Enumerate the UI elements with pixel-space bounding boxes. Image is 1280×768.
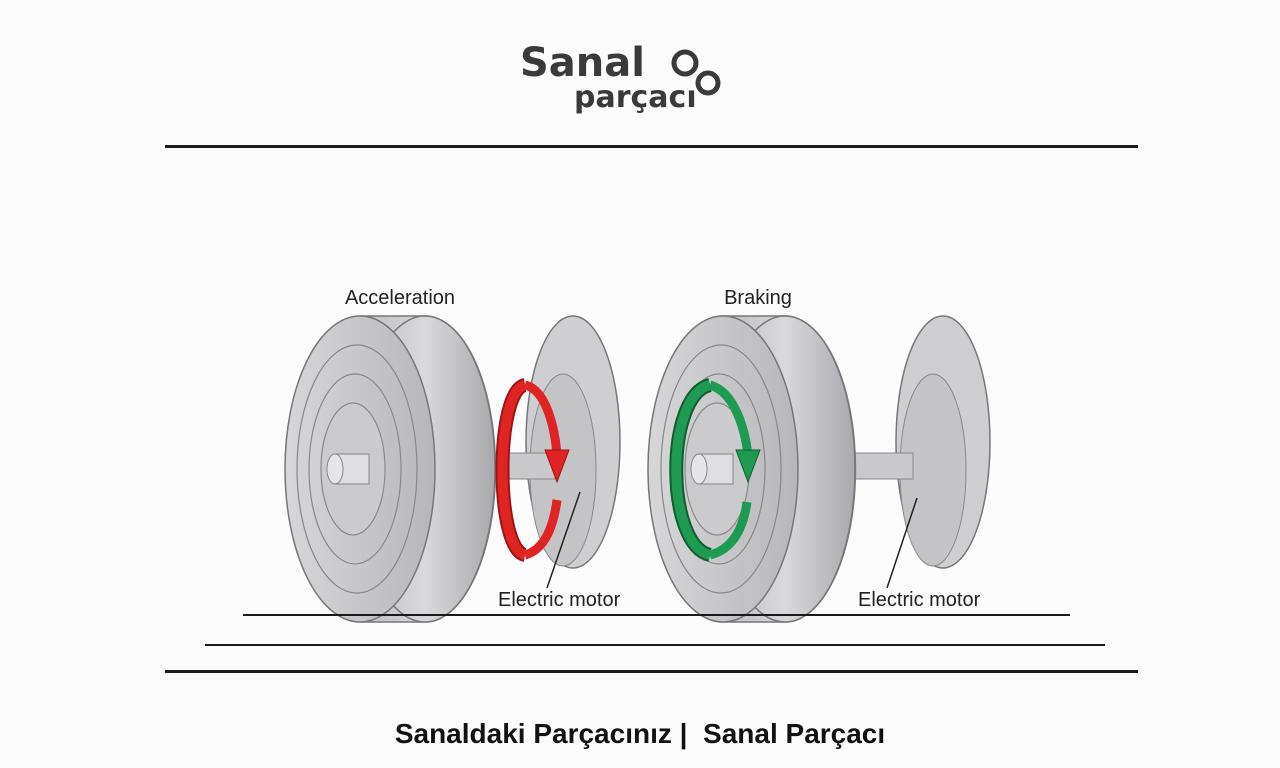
- braking-title: Braking: [724, 287, 792, 309]
- acceleration-assembly: Electric motor: [284, 315, 621, 623]
- left-motor-label: Electric motor: [498, 589, 621, 611]
- left-wheel-face: [284, 315, 436, 623]
- right-wheel-face: [647, 315, 799, 623]
- gear-icon: [671, 49, 721, 96]
- logo-graphic: Sanal parçacı: [520, 40, 721, 115]
- left-leader-line: [546, 491, 581, 589]
- acceleration-rotation-arrow-icon: [495, 378, 570, 562]
- right-leader-line: [886, 497, 918, 589]
- braking-assembly: Electric motor: [647, 315, 991, 623]
- braking-rotation-arrow-icon: [669, 378, 761, 562]
- footer-caption[interactable]: Sanaldaki Parçacınız | Sanal Parçacı: [394, 718, 886, 749]
- motor-diagram: Acceleration Braking: [195, 270, 1115, 660]
- right-motor: [895, 315, 991, 569]
- bottom-divider: [165, 670, 1138, 673]
- acceleration-title: Acceleration: [345, 287, 455, 309]
- left-motor: [525, 315, 621, 569]
- right-motor-label: Electric motor: [858, 589, 981, 611]
- logo-text-line1: Sanal: [520, 40, 645, 86]
- top-divider: [165, 145, 1138, 148]
- diagram-svg: Acceleration Braking: [205, 287, 1105, 646]
- right-axle: [854, 452, 914, 480]
- logo-text-line2: parçacı: [574, 80, 697, 115]
- site-logo[interactable]: Sanal parçacı: [518, 38, 733, 118]
